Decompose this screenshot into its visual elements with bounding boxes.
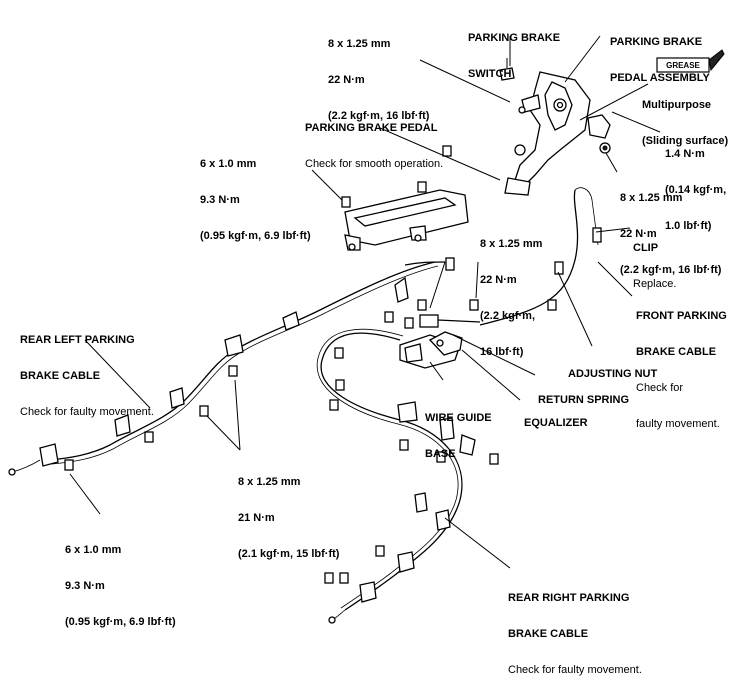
cover-bolt-torque-alt: (0.95 kgf·m, 6.9 lbf·ft) [200,230,311,242]
pedal-bolt-torque-alt: (2.2 kgf·m, 16 lbf·ft) [620,264,722,276]
grease-line2: (Sliding surface) [642,135,729,147]
clip-note: Replace. [633,278,677,290]
pedal-assembly-drawing [499,58,611,196]
equalizer-label: EQUALIZER [524,393,588,441]
return-spring-text: RETURN SPRING [538,394,630,406]
lower-bolt-size: 8 x 1.25 mm [238,476,301,488]
diagram-artwork: GREASE [8,35,725,624]
equalizer-bolt-torque: 22 N·m [480,274,517,286]
clip-title: CLIP [633,242,659,254]
svg-text:GREASE: GREASE [666,61,700,70]
rear-right-cable-drawing [316,328,499,624]
front-cable-drawing [479,187,602,326]
front-cable-note2: faulty movement. [636,418,720,430]
parking-brake-switch-label: PARKING BRAKE SWITCH [468,8,560,92]
switch-label-line1: PARKING BRAKE [468,32,561,44]
grease-line1: Multipurpose [642,99,712,111]
rear-right-line1: REAR RIGHT PARKING [508,592,630,604]
pedal-bolt-torque-label: 8 x 1.25 mm 22 N·m (2.2 kgf·m, 16 lbf·ft… [620,168,721,288]
clip-label: CLIP Replace. [633,218,676,302]
front-cable-line1: FRONT PARKING [636,310,727,322]
rear-right-cable-label: REAR RIGHT PARKING BRAKE CABLE Check for… [508,568,642,688]
front-cable-line2: BRAKE CABLE [636,346,717,358]
rear-left-line1: REAR LEFT PARKING [20,334,135,346]
rear-right-line2: BRAKE CABLE [508,628,589,640]
adjusting-nut-label: ADJUSTING NUT [568,344,657,392]
cover-bolt-torque-label: 6 x 1.0 mm 9.3 N·m (0.95 kgf·m, 6.9 lbf·… [200,134,311,254]
pedal-bolt-size: 8 x 1.25 mm [620,192,683,204]
equalizer-bolt-torque-label: 8 x 1.25 mm 22 N·m (2.2 kgf·m, 16 lbf·ft… [480,214,542,370]
wire-guide-line2: BASE [425,448,456,460]
lower-bolt-torque: 21 N·m [238,512,275,524]
return-spring-label: RETURN SPRING [538,370,629,418]
grease-label: Multipurpose (Sliding surface) [642,75,728,159]
cover-bolt-torque: 9.3 N·m [200,194,240,206]
equalizer-bolt-torque-alt1: (2.2 kgf·m, [480,310,536,322]
lower-bolt-torque-alt: (2.1 kgf·m, 15 lbf·ft) [238,548,340,560]
pedal-assembly-label: PARKING BRAKE PEDAL ASSEMBLY [610,12,710,96]
rear-left-cable-drawing [8,257,455,476]
bottom-left-bolt-torque: 9.3 N·m [65,580,105,592]
rear-left-line2: BRAKE CABLE [20,370,101,382]
front-cable-label: FRONT PARKING BRAKE CABLE Check for faul… [636,286,727,442]
equalizer-drawing [384,299,481,369]
equalizer-bolt-size: 8 x 1.25 mm [480,238,543,250]
pedal-assembly-line1: PARKING BRAKE [610,36,703,48]
bottom-left-bolt-torque-label: 6 x 1.0 mm 9.3 N·m (0.95 kgf·m, 6.9 lbf·… [65,520,176,640]
parking-brake-pedal-label: PARKING BRAKE PEDAL Check for smooth ope… [305,98,443,182]
switch-bolt-torque: 22 N·m [328,74,365,86]
small-torque-line2: (0.14 kgf·m, [665,184,727,196]
bottom-left-bolt-size: 6 x 1.0 mm [65,544,122,556]
equalizer-bolt-torque-alt2: 16 lbf·ft) [480,346,524,358]
switch-bolt-torque-label: 8 x 1.25 mm 22 N·m (2.2 kgf·m, 16 lbf·ft… [328,14,429,134]
parking-brake-diagram: GREASE [8,8,728,676]
pedal-bolt-torque: 22 N·m [620,228,657,240]
equalizer-text: EQUALIZER [524,417,588,429]
small-torque-line3: 1.0 lbf·ft) [665,220,712,232]
switch-bolt-size: 8 x 1.25 mm [328,38,391,50]
small-bolt-torque-label: 1.4 N·m (0.14 kgf·m, 1.0 lbf·ft) [665,124,726,244]
adjusting-nut-text: ADJUSTING NUT [568,368,658,380]
lower-bolt-torque-label: 8 x 1.25 mm 21 N·m (2.1 kgf·m, 15 lbf·ft… [238,452,339,572]
pedal-assembly-line2: PEDAL ASSEMBLY [610,72,710,84]
small-torque-line1: 1.4 N·m [665,148,705,160]
bottom-left-bolt-torque-alt: (0.95 kgf·m, 6.9 lbf·ft) [65,616,176,628]
cover-bolt-size: 6 x 1.0 mm [200,158,257,170]
front-cable-note1: Check for [636,382,684,394]
cover-panel-drawing [341,145,469,251]
wire-guide-line1: WIRE GUIDE [425,412,492,424]
rear-right-note: Check for faulty movement. [508,664,642,676]
pedal-title: PARKING BRAKE PEDAL [305,122,438,134]
pedal-note: Check for smooth operation. [305,158,444,170]
rear-left-note: Check for faulty movement. [20,406,154,418]
wire-guide-base-label: WIRE GUIDE BASE [425,388,492,472]
leader-lines [69,35,661,569]
switch-bolt-torque-alt: (2.2 kgf·m, 16 lbf·ft) [328,110,430,122]
rear-left-cable-label: REAR LEFT PARKING BRAKE CABLE Check for … [20,310,154,430]
switch-label-line2: SWITCH [468,68,512,80]
grease-tube-icon: GREASE [656,49,725,73]
